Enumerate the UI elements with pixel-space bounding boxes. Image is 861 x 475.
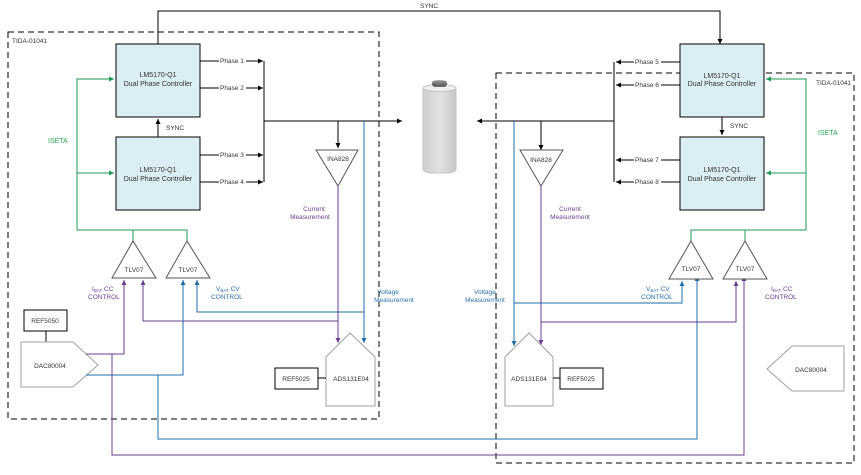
right-controller-top[interactable]: LM5170-Q1 Dual Phase Controller [679, 43, 765, 118]
left-current-meas-2: Measurement [290, 214, 330, 221]
left-cc-control-label: IBAT CC [92, 286, 114, 293]
left-cv-control-label: VBAT CV [216, 286, 240, 293]
svg-text:ADS131E04: ADS131E04 [511, 376, 547, 383]
left-controller-top[interactable]: LM5170-Q1 Dual Phase Controller [115, 43, 201, 118]
svg-text:INA828: INA828 [327, 156, 349, 163]
svg-text:LM5170-Q1: LM5170-Q1 [704, 167, 741, 174]
cross-cv-line [157, 276, 700, 440]
right-cc-control-label-2: CONTROL [765, 294, 797, 301]
left-dac-cc-line [86, 280, 127, 355]
right-board-label: TIDA-01041 [816, 80, 851, 87]
phase-8-label: Phase 8 [635, 179, 659, 186]
left-controller-bottom[interactable]: LM5170-Q1 Dual Phase Controller [115, 136, 201, 211]
svg-text:REF5025: REF5025 [282, 376, 310, 383]
svg-text:Dual Phase Controller: Dual Phase Controller [124, 176, 193, 183]
left-ina828[interactable]: INA828 [315, 149, 359, 187]
left-voltage-meas-1: Voltage [377, 289, 399, 296]
left-iseta-lines [76, 76, 188, 241]
right-phase-lines [477, 59, 680, 185]
left-iseta-label: ISETA [48, 138, 68, 145]
left-cv-feedback-line [194, 280, 364, 313]
svg-text:Dual Phase Controller: Dual Phase Controller [124, 81, 193, 88]
left-current-meas-1: Current [303, 206, 325, 213]
left-amp-2[interactable]: TLV07 [165, 240, 211, 279]
svg-text:LM5170-Q1: LM5170-Q1 [140, 167, 177, 174]
left-dac-cv-line [86, 280, 186, 376]
left-board-outline [7, 31, 380, 420]
left-amp-1[interactable]: TLV07 [111, 240, 157, 279]
phase-2-label: Phase 2 [220, 85, 244, 92]
svg-text:LM5170-Q1: LM5170-Q1 [140, 72, 177, 79]
left-cv-control-label-2: CONTROL [211, 294, 243, 301]
right-current-meas-1: Current [559, 206, 581, 213]
svg-text:TLV07: TLV07 [682, 266, 701, 273]
right-amp-1[interactable]: TLV07 [668, 240, 714, 280]
svg-text:DAC80004: DAC80004 [795, 367, 827, 374]
svg-text:Dual Phase Controller: Dual Phase Controller [688, 81, 757, 88]
right-voltage-meas-1: Voltage [474, 289, 496, 296]
right-cv-control-label: VBAT CV [646, 286, 670, 293]
left-voltage-meas-2: Measurement [374, 297, 414, 304]
sync-link-top: SYNC [157, 3, 723, 44]
left-sync-label: SYNC [166, 125, 184, 132]
left-ref5025[interactable]: REF5025 [274, 367, 319, 390]
svg-text:TLV07: TLV07 [125, 267, 144, 274]
right-cc-control-label: IBAT CC [771, 286, 793, 293]
svg-text:REF5025: REF5025 [567, 376, 595, 383]
svg-text:INA828: INA828 [530, 157, 552, 164]
svg-text:DAC80004: DAC80004 [34, 363, 66, 370]
left-adc[interactable]: ADS131E04 [325, 332, 376, 407]
right-board-outline [495, 72, 855, 464]
right-iseta-lines [690, 76, 807, 241]
left-phase-lines [200, 58, 402, 185]
left-cc-feedback-line [140, 280, 338, 322]
right-cc-feedback-line [541, 281, 739, 323]
left-board-label: TIDA-01041 [12, 38, 47, 45]
phase-3-label: Phase 3 [220, 152, 244, 159]
right-adc[interactable]: ADS131E04 [504, 332, 554, 407]
phase-7-label: Phase 7 [635, 157, 659, 164]
right-cv-control-label-2: CONTROL [641, 294, 673, 301]
phase-1-label: Phase 1 [220, 58, 244, 65]
right-current-meas-2: Measurement [550, 214, 590, 221]
svg-text:REF5050: REF5050 [31, 318, 59, 325]
svg-text:LM5170-Q1: LM5170-Q1 [704, 73, 741, 80]
left-cc-control-label-2: CONTROL [88, 294, 120, 301]
right-dac[interactable]: DAC80004 [766, 345, 845, 392]
svg-text:ADS131E04: ADS131E04 [333, 376, 369, 383]
right-iseta-label: ISETA [818, 130, 838, 137]
svg-text:TLV07: TLV07 [736, 266, 755, 273]
left-dac[interactable]: DAC80004 [20, 341, 99, 388]
battery-icon [422, 80, 457, 174]
right-voltage-meas-2: Measurement [465, 297, 505, 304]
right-controller-bottom[interactable]: LM5170-Q1 Dual Phase Controller [679, 136, 765, 211]
right-cv-feedback-line [514, 281, 685, 304]
svg-text:TLV07: TLV07 [179, 267, 198, 274]
phase-5-label: Phase 5 [635, 59, 659, 66]
cross-cc-line [111, 276, 747, 456]
left-ref5050[interactable]: REF5050 [23, 309, 68, 332]
right-sync-label: SYNC [730, 123, 748, 130]
right-ref5025[interactable]: REF5025 [559, 367, 604, 390]
svg-text:Dual Phase Controller: Dual Phase Controller [688, 176, 757, 183]
sync-top-label: SYNC [420, 3, 438, 10]
right-amp-2[interactable]: TLV07 [722, 240, 768, 280]
right-ina828[interactable]: INA828 [519, 149, 564, 187]
phase-4-label: Phase 4 [220, 179, 244, 186]
phase-6-label: Phase 6 [635, 82, 659, 89]
